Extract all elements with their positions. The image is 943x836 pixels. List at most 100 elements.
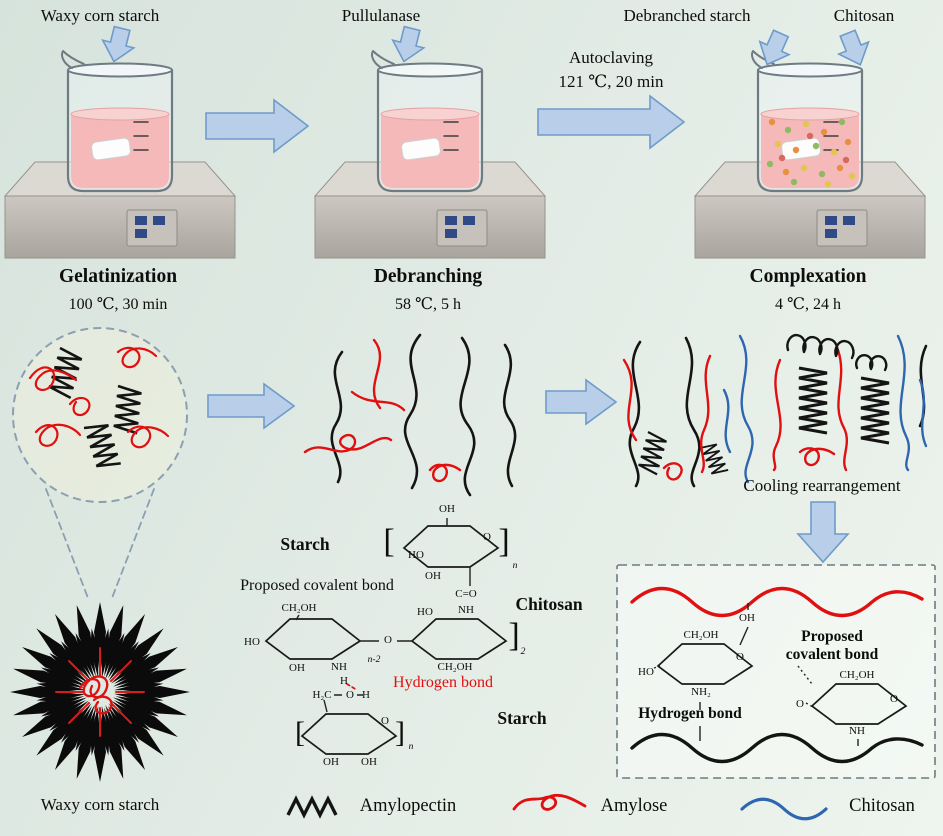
chem-label-starch-bottom: Starch (497, 708, 547, 728)
amylose-rays (55, 647, 145, 737)
subscript-2: 2 (520, 647, 526, 657)
arrow-right-step1-step2 (205, 98, 310, 154)
box-label-covalent-2: covalent bond (785, 646, 879, 663)
label-autoclaving: Autoclaving (568, 48, 654, 67)
bracket-right: ] (508, 617, 520, 654)
atom-ho: HO (417, 606, 433, 618)
chem-label-hydrogen-bond: Hydrogen bond (393, 674, 493, 691)
amylose-wave (630, 586, 924, 618)
atom-ch2oh: CH₂OH (683, 629, 719, 641)
bracket-right: ] (498, 523, 510, 560)
amylose-core-squiggle (78, 675, 113, 715)
arrows (97, 23, 877, 564)
bond-lines (295, 518, 471, 713)
bracket-left: [ (295, 716, 305, 749)
step-gelatinization-title: Gelatinization (58, 266, 178, 287)
particle-dot (778, 154, 786, 162)
particle-dot (800, 164, 808, 172)
particle-dot (836, 164, 844, 172)
atom-carbonyl: C=O (455, 588, 477, 600)
chitosan-icon (740, 797, 828, 821)
atom-ch2oh: CH₂OH (839, 669, 875, 681)
bracket-right: ] (395, 716, 405, 749)
atom-o: O (381, 715, 389, 727)
step-debranching-title: Debranching (373, 266, 483, 287)
subscript-n: n (512, 561, 518, 571)
step-debranching-condition: 58 ℃, 5 h (395, 296, 461, 313)
atom-nh: NH (331, 661, 347, 673)
arrow-right-step2-step3 (537, 94, 686, 150)
step-complexation-condition: 4 ℃, 24 h (775, 296, 841, 313)
amylose-squiggles (28, 346, 170, 449)
atom-nh2: NH₂ (691, 686, 711, 698)
atom-oh: OH (361, 756, 377, 768)
particle-dot (848, 172, 856, 180)
amylopectin-wave (630, 732, 924, 764)
zoom-callout-lines (45, 488, 155, 599)
atom-h2c: H₂C (312, 689, 332, 701)
label-autoclaving-condition: 121 ℃, 20 min (558, 72, 664, 91)
subscript-n-2: n-2 (367, 655, 381, 665)
atom-o: O (736, 651, 744, 663)
arrow-down-cooling (796, 501, 850, 564)
atom-oh: OH (425, 570, 441, 582)
legend-chitosan-label: Chitosan (849, 796, 915, 816)
label-pullulanase: Pullulanase (341, 6, 421, 25)
particle-dot (820, 128, 828, 136)
hydrogen-bond-dashed (346, 683, 358, 691)
amylose-icon (512, 793, 587, 811)
inset-bond-lines (699, 603, 859, 746)
particle-dot (818, 170, 826, 178)
atom-ho: HO (408, 549, 424, 561)
zoom-circle (12, 327, 188, 599)
atom-nh: NH (458, 604, 474, 616)
particle-dot (766, 160, 774, 168)
particle-dot (784, 126, 792, 134)
inset-box (616, 564, 936, 779)
particle-dot (838, 118, 846, 126)
particle-dot (792, 146, 800, 154)
atom-ho: HO (638, 666, 654, 678)
atom-nh: NH (849, 725, 865, 737)
atom-o: O (346, 689, 354, 701)
complex-particles (766, 118, 856, 188)
particle-dot (802, 120, 810, 128)
debranched-chains (303, 333, 517, 497)
amylopectin-double-helix (798, 366, 890, 445)
particle-dot (842, 156, 850, 164)
atom-oh: OH (439, 503, 455, 515)
complex-chains (622, 333, 928, 488)
chem-label-covalent-bond: Proposed covalent bond (240, 577, 394, 594)
particle-dot (768, 118, 776, 126)
arrow-down-into-beaker1 (97, 23, 139, 67)
beakers (60, 49, 864, 193)
arrow-right-molecular-2 (545, 378, 618, 426)
arrow-down-into-beaker2 (387, 23, 429, 67)
starburst-granule (8, 600, 193, 785)
amylose-chains-loose (303, 338, 462, 483)
atom-ch2oh: CH₂OH (437, 661, 473, 673)
atom-oh: OH (323, 756, 339, 768)
particle-dot (790, 178, 798, 186)
step-gelatinization-condition: 100 ℃, 30 min (68, 296, 168, 313)
particle-dot (782, 168, 790, 176)
beaker-gelatinization (60, 49, 174, 193)
arrow-right-molecular-1 (207, 382, 296, 430)
legend-icons (286, 793, 828, 821)
label-waxy-corn-starch-top: Waxy corn starch (40, 6, 160, 25)
box-label-hydrogen-bond: Hydrogen bond (638, 705, 742, 722)
bracket-left: [ (383, 523, 395, 560)
chem-label-chitosan: Chitosan (515, 594, 583, 614)
atom-o: O (796, 698, 804, 710)
atom-o: O (890, 693, 898, 705)
particle-dot (812, 142, 820, 150)
label-chitosan-top: Chitosan (833, 6, 895, 25)
amylose-chains-complex (622, 348, 849, 481)
amylopectin-icon (286, 795, 338, 819)
chitosan-chains-complex (722, 334, 928, 484)
amylopectin-chains-loose (330, 333, 517, 497)
atom-o-glycosidic: O (384, 634, 392, 646)
particle-dot (844, 138, 852, 146)
beaker-debranching (370, 49, 484, 193)
